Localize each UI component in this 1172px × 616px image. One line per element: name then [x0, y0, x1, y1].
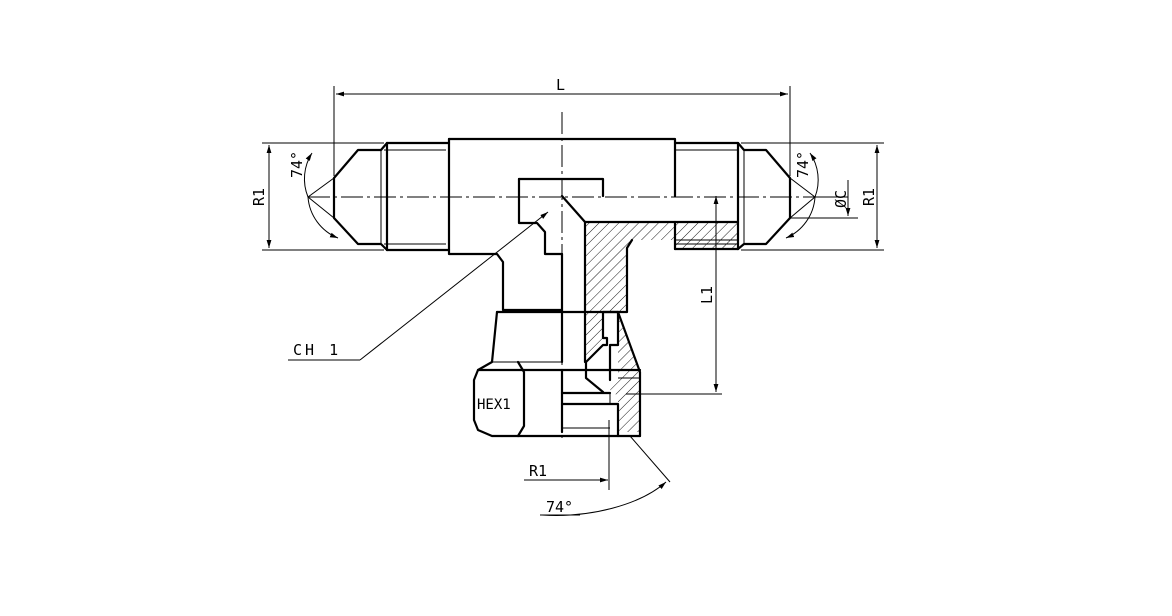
angle-74-right	[785, 152, 819, 239]
label-angle-left: 74°	[288, 151, 306, 178]
left-flare-end	[332, 141, 451, 252]
bottom-dimensions	[524, 420, 671, 516]
dimension-R1-right	[741, 142, 884, 251]
label-L: L	[556, 76, 565, 94]
dimension-L1	[626, 196, 722, 395]
label-CH1: CH 1	[293, 341, 341, 359]
dimension-L	[333, 86, 791, 176]
label-R1-right: R1	[860, 188, 878, 206]
section-hatch-nut	[610, 312, 640, 432]
label-R1-left: R1	[250, 188, 268, 206]
label-L1: L1	[698, 286, 716, 304]
section-hatch-body	[585, 222, 738, 362]
dimension-R1-left	[262, 142, 384, 251]
dimension-diameter-C	[790, 180, 858, 219]
label-HEX1: HEX1	[477, 397, 511, 413]
angle-74-left	[303, 152, 339, 239]
chamfer-leader	[288, 211, 549, 361]
label-diameter-C: ØC	[832, 190, 850, 208]
tee-body	[447, 137, 740, 394]
label-angle-bottom: 74°	[546, 498, 573, 516]
label-R1-bottom: R1	[529, 462, 547, 480]
label-angle-right: 74°	[794, 151, 812, 178]
swivel-nut	[472, 310, 642, 438]
